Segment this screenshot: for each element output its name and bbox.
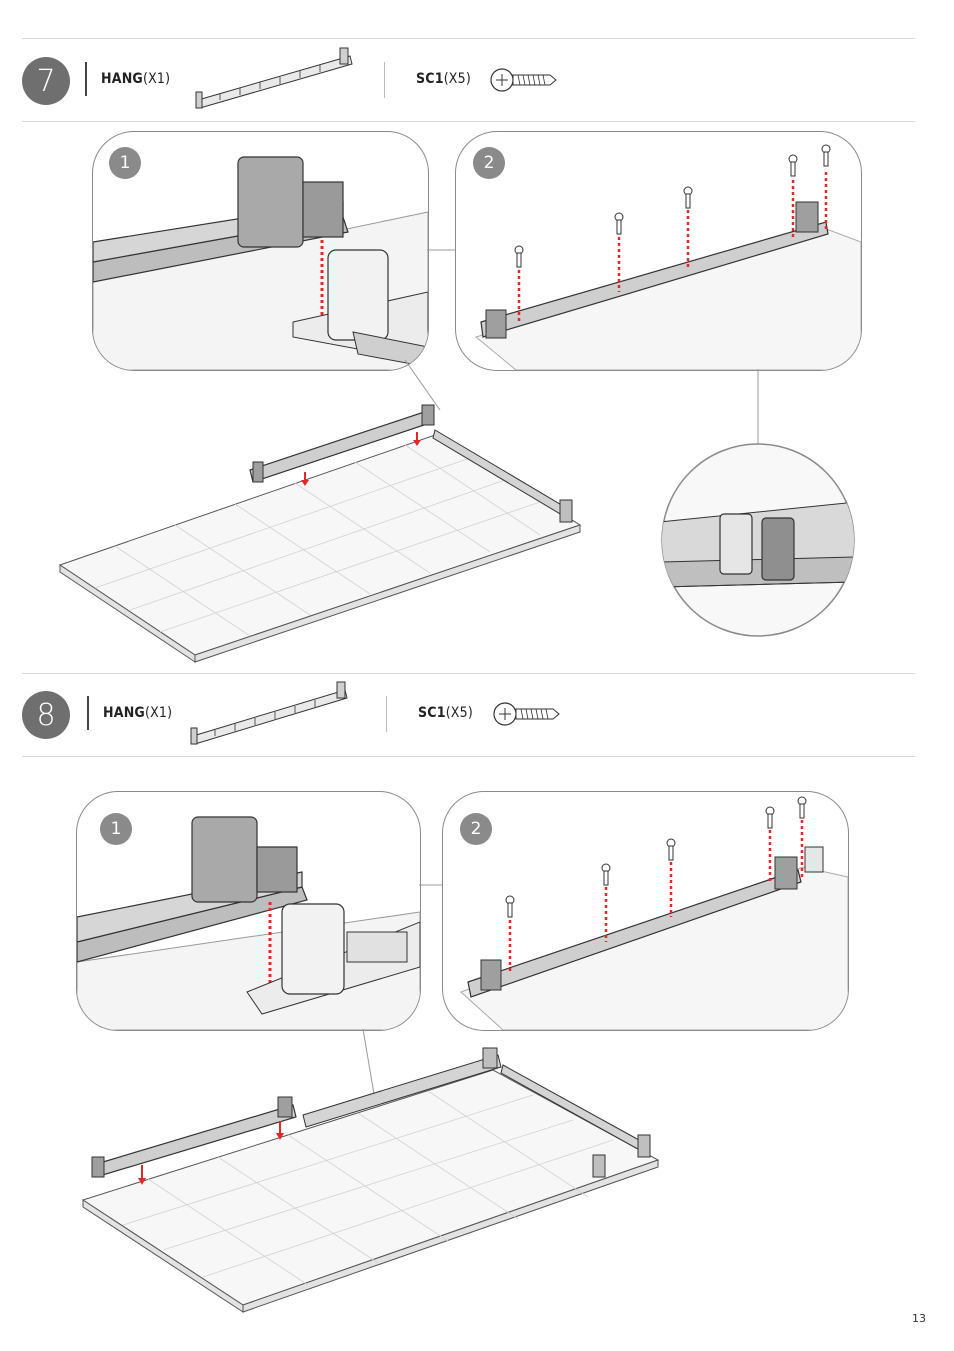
step-8-board-illustration [78,1045,668,1315]
page-number: 13 [912,1312,926,1325]
